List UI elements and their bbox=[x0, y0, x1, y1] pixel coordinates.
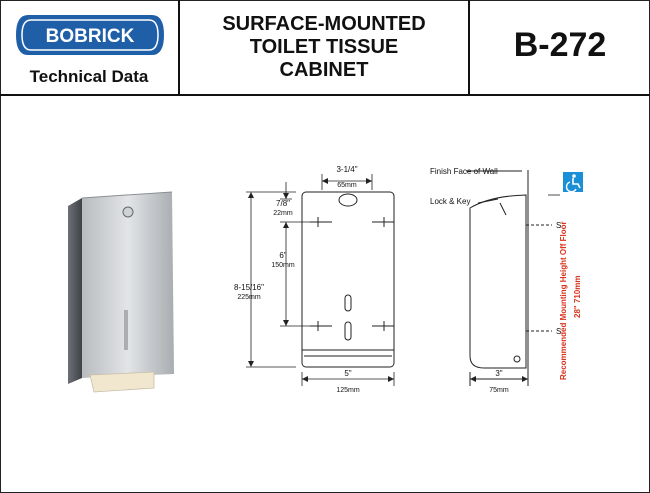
model-cell: B-272 bbox=[470, 0, 650, 94]
dim-top-offset-mm: 22mm bbox=[273, 210, 293, 217]
logo-text: BOBRICK bbox=[46, 26, 135, 47]
lock-key-label: Lock & Key bbox=[430, 197, 470, 206]
side-view-outline bbox=[469, 194, 527, 369]
screw-label-bottom: S bbox=[556, 327, 561, 336]
dim-width-in: 5" bbox=[344, 369, 351, 378]
dim-depth-in: 3" bbox=[495, 369, 502, 378]
product-title: SURFACE-MOUNTED TOILET TISSUE CABINET bbox=[180, 13, 468, 82]
dim-top-width-in: 3-1/4" bbox=[336, 165, 357, 174]
brand-cell: BOBRICK Technical Data bbox=[0, 0, 180, 94]
bobrick-logo: BOBRICK bbox=[16, 15, 164, 55]
dim-spacing-in: 6" bbox=[279, 251, 286, 260]
accessibility-icon bbox=[563, 172, 583, 193]
dim-height-mm: 225mm bbox=[237, 294, 261, 301]
technical-data-label: Technical Data bbox=[29, 67, 149, 86]
mounting-height-value: 28" 710mm bbox=[573, 276, 582, 319]
title-line-1: SURFACE-MOUNTED bbox=[222, 13, 426, 35]
mounting-height-label: Recommended Mounting Height Off Floor bbox=[559, 221, 568, 380]
lock-icon bbox=[122, 206, 134, 218]
dim-top-width-mm: 65mm bbox=[337, 182, 357, 189]
dim-width-mm: 125mm bbox=[336, 387, 360, 394]
dim-top-offset-in: 7/8" bbox=[276, 199, 290, 208]
dim-spacing-mm: 150mm bbox=[271, 262, 295, 269]
title-line-2: TOILET TISSUE bbox=[249, 36, 399, 58]
dim-depth-mm: 75mm bbox=[489, 387, 509, 394]
screw-label-top: S bbox=[556, 221, 561, 230]
wall-label: Finish Face of Wall bbox=[430, 167, 498, 176]
title-line-3: CABINET bbox=[279, 59, 369, 81]
model-number: B-272 bbox=[513, 26, 607, 64]
title-cell: SURFACE-MOUNTED TOILET TISSUE CABINET bbox=[180, 0, 470, 94]
header: BOBRICK Technical Data SURFACE-MOUNTED T… bbox=[0, 0, 650, 96]
front-view-outline bbox=[301, 191, 395, 368]
dim-height-in: 8-15/16" bbox=[234, 283, 264, 292]
product-photo bbox=[68, 191, 174, 393]
